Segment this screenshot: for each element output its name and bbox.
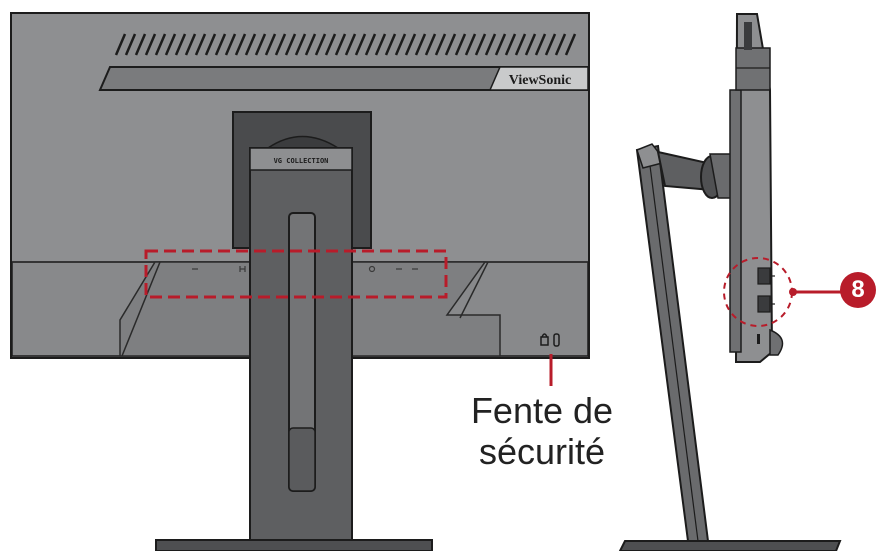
security-slot-opening xyxy=(553,333,560,347)
vent-slat xyxy=(314,33,327,56)
vent-slat xyxy=(414,33,427,56)
vent-slat xyxy=(294,33,307,56)
vent-slat xyxy=(144,33,157,56)
security-slot-label-line1: Fente de xyxy=(470,390,614,431)
vent-slat xyxy=(154,33,167,56)
monitor-left-bevel xyxy=(121,261,161,357)
side-stand-base xyxy=(618,540,842,551)
cable-channel-bottom xyxy=(288,427,316,492)
usb-port-lower xyxy=(757,295,771,313)
vent-slat xyxy=(544,33,557,56)
vent-slat xyxy=(524,33,537,56)
vent-slat xyxy=(194,33,207,56)
vent-slat xyxy=(184,33,197,56)
side-bottom-lip xyxy=(769,328,784,356)
vent-slat xyxy=(434,33,447,56)
vent-slat xyxy=(274,33,287,56)
vent-slat xyxy=(404,33,417,56)
usb-callout-number: 8 xyxy=(840,272,876,308)
stand-neck-label-area xyxy=(249,147,353,171)
security-slot-label-line2: sécurité xyxy=(478,431,606,472)
vent-slat xyxy=(474,33,487,56)
vent-slat xyxy=(234,33,247,56)
vent-slat xyxy=(354,33,367,56)
vent-slat xyxy=(454,33,467,56)
vent-slat xyxy=(174,33,187,56)
usb-port-upper xyxy=(757,267,771,285)
vent-slat xyxy=(364,33,377,56)
vent-slat xyxy=(164,33,177,56)
vent-slat xyxy=(384,33,397,56)
vent-slat xyxy=(114,33,127,56)
side-knob xyxy=(744,22,752,50)
vent-slat xyxy=(394,33,407,56)
vent-slat xyxy=(204,33,217,56)
side-top-cap xyxy=(735,47,771,91)
brand-logo: ViewSonic xyxy=(509,73,571,88)
vent-slat xyxy=(494,33,507,56)
vent-slat xyxy=(284,33,297,56)
vent-slat xyxy=(214,33,227,56)
vent-slat xyxy=(224,33,237,56)
vent-slat xyxy=(374,33,387,56)
side-button xyxy=(757,334,760,344)
lock-icon xyxy=(540,336,549,346)
vent-slat xyxy=(324,33,337,56)
monitor-rear-view: ViewSonic VG COLLECTION xyxy=(10,12,590,551)
monitor-right-bevel xyxy=(459,261,489,319)
vent-slat xyxy=(484,33,497,56)
port-marks xyxy=(192,265,418,273)
rear-ports-highlight xyxy=(144,249,448,299)
vent-slat xyxy=(514,33,527,56)
vent-slat xyxy=(334,33,347,56)
vent-slats xyxy=(114,33,577,56)
vent-slat xyxy=(244,33,257,56)
vent-slat xyxy=(504,33,517,56)
vent-slat xyxy=(124,33,137,56)
monitor-side-view xyxy=(618,13,842,551)
stand-collection-label: VG COLLECTION xyxy=(274,157,329,165)
security-slot xyxy=(540,333,560,347)
stand-base xyxy=(155,539,433,551)
vent-slat xyxy=(304,33,317,56)
vent-slat xyxy=(134,33,147,56)
vent-slat xyxy=(464,33,477,56)
vent-slat xyxy=(344,33,357,56)
brand-plate xyxy=(488,66,589,91)
vent-slat xyxy=(554,33,567,56)
vent-slat xyxy=(424,33,437,56)
vent-slat xyxy=(534,33,547,56)
vent-slat xyxy=(254,33,267,56)
vent-slat xyxy=(564,33,577,56)
side-monitor-bezel xyxy=(729,89,742,353)
vent-slat xyxy=(444,33,457,56)
vent-slat xyxy=(264,33,277,56)
